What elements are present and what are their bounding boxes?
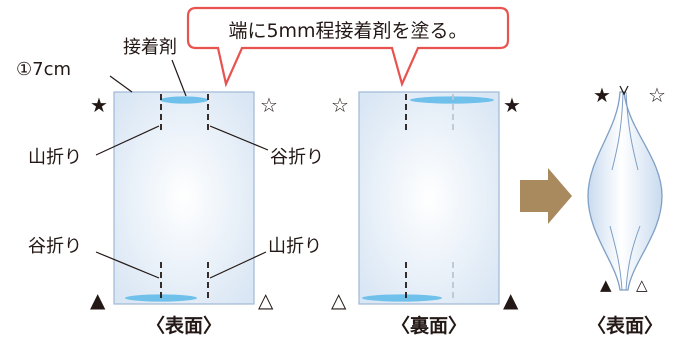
mountain-fold-left-leader [95,125,160,156]
width-leader [109,75,133,93]
front-panel [113,91,255,305]
bag-crease-bottom-2 [625,225,641,291]
white-triangle-symbol: △ [258,288,274,312]
valley-fold-right-leader [209,125,269,151]
white-star-symbol: ☆ [260,93,278,117]
back-white-triangle-symbol: △ [331,288,347,312]
black-star-symbol: ★ [90,93,108,117]
bag-top-tip [619,85,629,96]
front-caption: 〈表面〉 [146,314,222,337]
glue-label: 接着剤 [123,37,177,58]
back-paper [358,91,500,305]
callout-text: 端に5mm程接着剤を塗る。 [228,19,467,42]
mountain-fold-left-label: 山折り [28,147,82,168]
bag-body [587,91,663,291]
bag-white-triangle-symbol: △ [636,276,648,294]
mountain-fold-right-label: 山折り [268,236,322,257]
valley-fold-right-label: 谷折り [270,147,324,168]
mountain-fold-right-leader [209,251,267,279]
glue-leader [171,59,187,97]
front-glue-top [160,96,208,104]
bag-black-triangle-symbol: ▲ [600,276,612,294]
width-label: ①7cm [16,59,71,80]
back-white-star-symbol: ☆ [331,93,349,117]
valley-fold-left-label: 谷折り [28,236,82,257]
back-panel [358,91,500,305]
front-paper [113,91,255,305]
back-glue-top [410,96,494,104]
bag-crease-bottom [609,225,623,291]
folded-bag [587,85,663,291]
bag-black-star-symbol: ★ [593,83,611,107]
right-arrow-icon [520,168,572,224]
glue-callout: 端に5mm程接着剤を塗る。 [186,6,510,88]
back-caption: 〈裏面〉 [391,314,467,337]
black-triangle-symbol: ▲ [90,288,106,312]
result-front-caption: 〈表面〉 [587,314,663,337]
back-black-triangle-symbol: ▲ [503,288,519,312]
callout-bubble [186,6,510,88]
valley-fold-left-leader [95,251,160,279]
bag-crease-top [611,91,624,171]
back-black-star-symbol: ★ [503,93,521,117]
bag-crease-top-2 [625,91,639,171]
bag-white-star-symbol: ☆ [648,83,666,107]
back-glue-bottom [362,294,442,302]
